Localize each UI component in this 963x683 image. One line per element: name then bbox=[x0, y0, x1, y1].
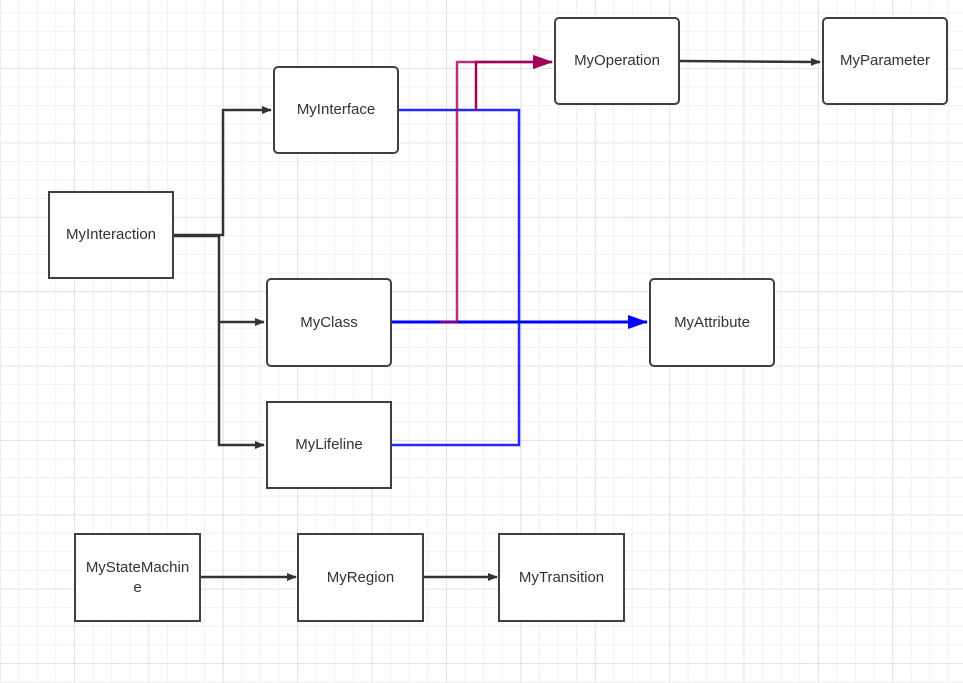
node-label: MyLifeline bbox=[295, 436, 363, 453]
node-mylifeline[interactable]: MyLifeline bbox=[266, 401, 392, 489]
node-label: MyAttribute bbox=[674, 313, 750, 331]
node-mytransition[interactable]: MyTransition bbox=[498, 533, 625, 622]
node-myclass[interactable]: MyClass bbox=[266, 278, 392, 367]
edge-myinteraction-mylifeline[interactable] bbox=[217, 322, 265, 449]
node-mystatemachine[interactable]: MyStateMachine bbox=[74, 533, 201, 622]
node-label: MyStateMachine bbox=[85, 558, 190, 596]
node-label: MyInteraction bbox=[65, 226, 157, 243]
node-label: MyInterface bbox=[296, 101, 376, 118]
node-myattribute[interactable]: MyAttribute bbox=[649, 278, 775, 367]
node-label: MyClass bbox=[300, 313, 358, 331]
node-myregion[interactable]: MyRegion bbox=[297, 533, 424, 622]
edge-myinterface-myoperation[interactable] bbox=[474, 55, 553, 110]
node-label: MyOperation bbox=[574, 52, 660, 69]
node-myinteraction[interactable]: MyInteraction bbox=[48, 191, 174, 279]
edge-myclass-myoperation[interactable] bbox=[440, 55, 553, 324]
edge-myinteraction-myinterface[interactable] bbox=[174, 106, 272, 237]
node-myoperation[interactable]: MyOperation bbox=[554, 17, 680, 105]
node-label: MyRegion bbox=[326, 568, 395, 586]
node-myparameter[interactable]: MyParameter bbox=[822, 17, 948, 105]
node-myinterface[interactable]: MyInterface bbox=[273, 66, 399, 154]
node-label: MyParameter bbox=[839, 52, 931, 69]
node-label: MyTransition bbox=[518, 568, 605, 586]
edge-myinteraction-myclass[interactable] bbox=[174, 234, 265, 326]
edge-mylifeline-myattribute[interactable] bbox=[392, 108, 521, 447]
edge-myoperation-myparameter[interactable] bbox=[679, 57, 821, 66]
